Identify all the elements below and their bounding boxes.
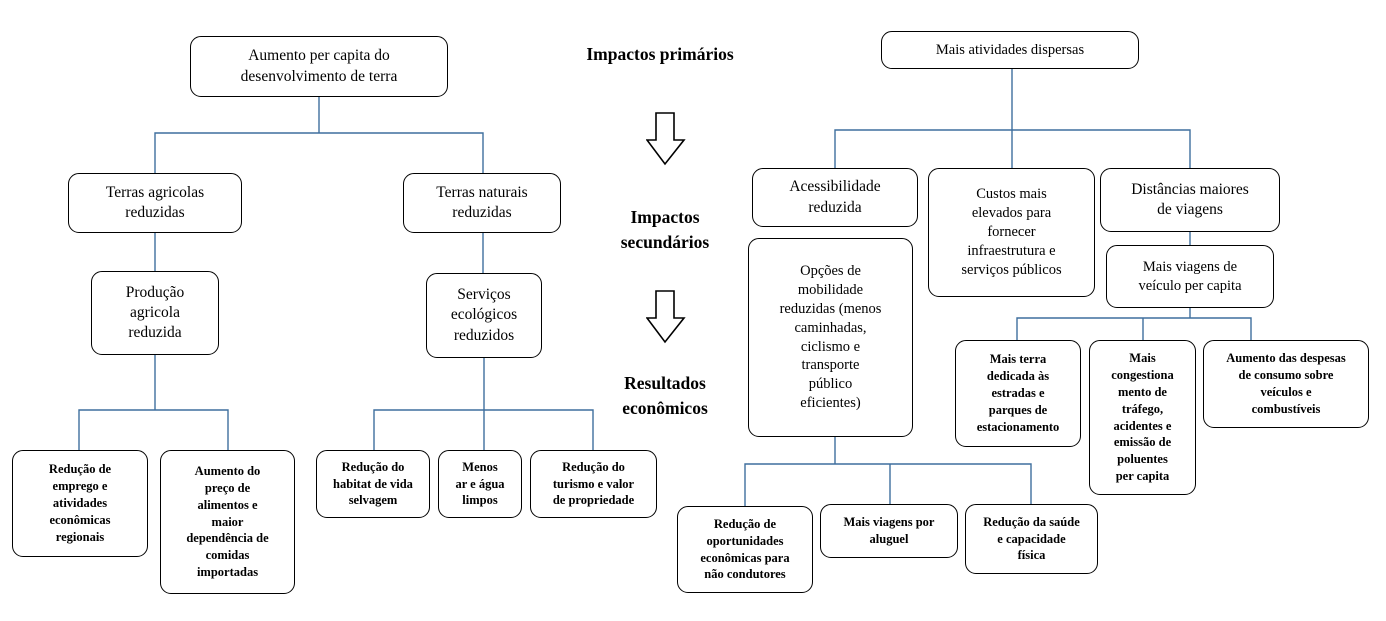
node-more-land-for-roads: Mais terra dedicada às estradas e parque… [955,340,1081,447]
node-reduced-ecological-services: Serviços ecológicos reduzidos [426,273,542,358]
node-reduced-tourism: Redução do turismo e valor de propriedad… [530,450,657,518]
arrow-down-icon [646,112,686,166]
heading-primary-impacts: Impactos primários [586,44,734,64]
node-reduced-natural-land: Terras naturais reduzidas [403,173,561,233]
node-reduced-agricultural-land: Terras agricolas reduzidas [68,173,242,233]
connector-group [78,69,1252,506]
node-more-vehicle-trips: Mais viagens de veículo per capita [1106,245,1274,308]
node-reduced-health: Redução da saúde e capacidade física [965,504,1098,574]
node-reduced-mobility-options: Opções de mobilidade reduzidas (menos ca… [748,238,913,437]
connector-left-split [154,132,484,173]
node-dispersed-activities: Mais atividades dispersas [881,31,1139,69]
node-reduced-agricultural-production: Produção agricola reduzida [91,271,219,355]
node-reduced-opportunities-non-drivers: Redução de oportunidades econômicas para… [677,506,813,593]
node-land-development: Aumento per capita do desenvolvimento de… [190,36,448,97]
node-less-clean-air-water: Menos ar e água limpos [438,450,522,518]
arrow-down-icon [646,290,686,344]
connector-agri-split [78,409,229,450]
node-more-congestion: Mais congestiona mento de tráfego, acide… [1089,340,1196,495]
node-more-rental-trips: Mais viagens por aluguel [820,504,958,558]
node-reduced-wildlife-habitat: Redução do habitat de vida selvagem [316,450,430,518]
node-greater-travel-distances: Distâncias maiores de viagens [1100,168,1280,232]
connector-mobility-split [744,463,1032,506]
heading-secondary-impacts: Impactos secundários [620,207,710,253]
connector-vehicle-split [1016,317,1252,340]
heading-economic-results: Resultados econômicos [622,373,708,419]
node-higher-consumer-costs: Aumento das despesas de consumo sobre ve… [1203,340,1369,428]
node-food-price-increase: Aumento do preço de alimentos e maior de… [160,450,295,594]
node-higher-infrastructure-costs: Custos mais elevados para fornecer infra… [928,168,1095,297]
node-reduced-regional-employment: Redução de emprego e atividades econômic… [12,450,148,557]
node-reduced-accessibility: Acessibilidade reduzida [752,168,918,227]
